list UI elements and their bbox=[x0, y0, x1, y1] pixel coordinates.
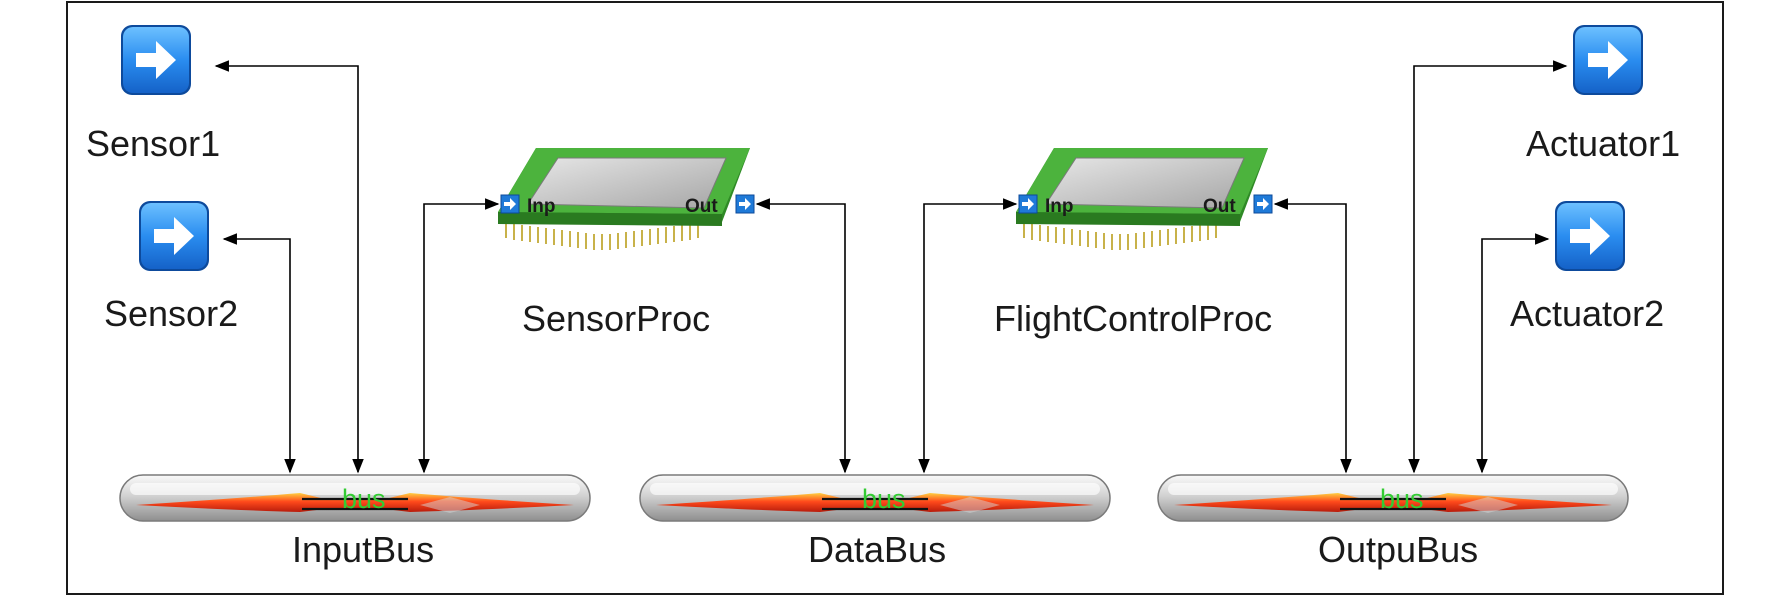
connection-sensorproc-out-databus[interactable] bbox=[755, 198, 851, 474]
connection-flightcontrolproc-out-outpubus[interactable] bbox=[1273, 198, 1352, 474]
bus-outpubus[interactable]: bus OutpuBus bbox=[1156, 473, 1630, 570]
bus-label-inputbus: InputBus bbox=[292, 529, 434, 570]
connection-sensor2-inputbus[interactable] bbox=[222, 233, 296, 474]
bus-tag: bus bbox=[1380, 484, 1424, 514]
out-port-icon[interactable] bbox=[735, 194, 755, 214]
arrow-right-icon bbox=[139, 201, 209, 271]
device-actuator1[interactable]: Actuator1 bbox=[1526, 25, 1680, 164]
processor-label-sensorproc: SensorProc bbox=[522, 298, 710, 339]
connection-outpubus-actuator1[interactable] bbox=[1408, 60, 1568, 474]
device-label-sensor1: Sensor1 bbox=[86, 123, 220, 164]
processor-flightcontrolproc[interactable]: Inp Out FlightControlProc bbox=[994, 147, 1273, 339]
processor-inp-port-label: Inp bbox=[527, 196, 556, 217]
bus-tag: bus bbox=[862, 484, 906, 514]
device-sensor2[interactable]: Sensor2 bbox=[104, 201, 238, 334]
out-port-icon[interactable] bbox=[1253, 194, 1273, 214]
device-label-actuator2: Actuator2 bbox=[1510, 293, 1664, 334]
arrow-right-icon bbox=[121, 25, 191, 95]
processor-label-flightcontrolproc: FlightControlProc bbox=[994, 298, 1272, 339]
inp-port-icon[interactable] bbox=[500, 194, 520, 214]
bus-tag: bus bbox=[342, 484, 386, 514]
bus-databus[interactable]: bus DataBus bbox=[638, 473, 1112, 570]
connection-sensor1-inputbus[interactable] bbox=[214, 60, 364, 474]
arrow-right-icon bbox=[1573, 25, 1643, 95]
bus-label-databus: DataBus bbox=[808, 529, 946, 570]
arrow-right-icon bbox=[1555, 201, 1625, 271]
connection-databus-flightcontrolproc-inp[interactable] bbox=[918, 198, 1018, 474]
device-label-sensor2: Sensor2 bbox=[104, 293, 238, 334]
connection-outpubus-actuator2[interactable] bbox=[1476, 233, 1550, 474]
device-sensor1[interactable]: Sensor1 bbox=[86, 25, 220, 164]
bus-label-outpubus: OutpuBus bbox=[1318, 529, 1478, 570]
device-actuator2[interactable]: Actuator2 bbox=[1510, 201, 1664, 334]
processor-sensorproc[interactable]: Inp Out SensorProc bbox=[497, 147, 755, 339]
inp-port-icon[interactable] bbox=[1018, 194, 1038, 214]
connection-inputbus-sensorproc-inp[interactable] bbox=[418, 198, 500, 474]
processor-out-port-label: Out bbox=[1203, 196, 1236, 217]
bus-inputbus[interactable]: bus InputBus bbox=[118, 473, 592, 570]
processor-inp-port-label: Inp bbox=[1045, 196, 1074, 217]
processor-out-port-label: Out bbox=[685, 196, 718, 217]
device-label-actuator1: Actuator1 bbox=[1526, 123, 1680, 164]
